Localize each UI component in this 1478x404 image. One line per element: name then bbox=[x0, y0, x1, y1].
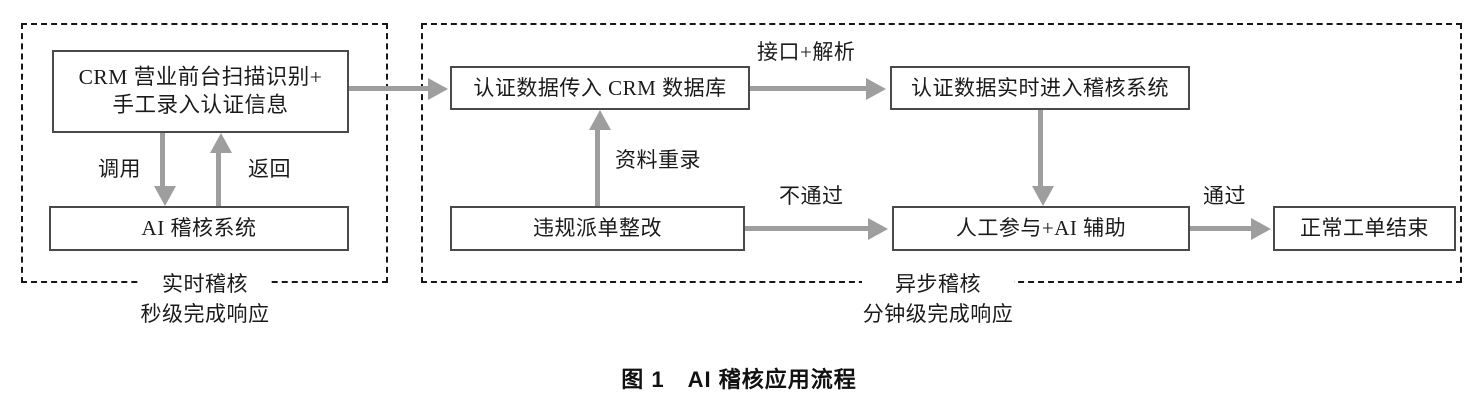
arrow-data-reentry-up-icon bbox=[589, 110, 611, 130]
connector-audit-to-manual-line bbox=[1038, 110, 1043, 188]
connector-pass-line bbox=[1190, 226, 1255, 231]
connector-return-line bbox=[216, 152, 221, 206]
group-caption-realtime: 实时稽核 秒级完成响应 bbox=[105, 269, 305, 330]
node-order-completed[interactable]: 正常工单结束 bbox=[1273, 206, 1456, 251]
node-manual-plus-ai[interactable]: 人工参与+AI 辅助 bbox=[892, 206, 1190, 251]
connector-call-line bbox=[160, 133, 165, 189]
dash-mask-async bbox=[862, 277, 1014, 285]
figure-caption: 图 1 AI 稽核应用流程 bbox=[621, 367, 857, 392]
connector-interface-parse-line bbox=[750, 86, 870, 91]
node-violation-rectification[interactable]: 违规派单整改 bbox=[450, 206, 745, 251]
node-crm-front-desk[interactable]: CRM 营业前台扫描识别+ 手工录入认证信息 bbox=[52, 50, 349, 133]
connector-crossgroup-line bbox=[349, 86, 431, 91]
node-violation-rectification-label: 违规派单整改 bbox=[533, 216, 662, 241]
arrow-audit-to-manual-down-icon bbox=[1032, 186, 1054, 206]
group-caption-realtime-line1: 实时稽核 bbox=[162, 272, 248, 296]
node-audit-system-realtime-label: 认证数据实时进入稽核系统 bbox=[911, 75, 1169, 100]
edge-label-pass: 通过 bbox=[1203, 184, 1246, 208]
connector-data-reentry-line bbox=[595, 128, 600, 206]
node-crm-database[interactable]: 认证数据传入 CRM 数据库 bbox=[450, 66, 750, 110]
edge-label-interface-parse: 接口+解析 bbox=[757, 40, 856, 64]
node-ai-audit-system[interactable]: AI 稽核系统 bbox=[49, 206, 349, 251]
arrow-fail-right-icon bbox=[868, 218, 888, 240]
dash-mask-realtime bbox=[140, 277, 270, 285]
node-crm-front-desk-line2: 手工录入认证信息 bbox=[112, 92, 289, 117]
edge-label-return: 返回 bbox=[248, 157, 291, 181]
group-caption-async-line2: 分钟级完成响应 bbox=[862, 302, 1014, 327]
arrow-interface-parse-right-icon bbox=[866, 78, 886, 100]
arrow-return-up-icon bbox=[210, 133, 232, 153]
node-manual-plus-ai-label: 人工参与+AI 辅助 bbox=[955, 216, 1127, 241]
connector-fail-line bbox=[745, 226, 873, 231]
node-order-completed-label: 正常工单结束 bbox=[1300, 216, 1429, 241]
node-crm-database-label: 认证数据传入 CRM 数据库 bbox=[473, 75, 727, 100]
arrow-crossgroup-right-icon bbox=[428, 78, 448, 100]
group-caption-realtime-line2: 秒级完成响应 bbox=[140, 302, 270, 327]
edge-label-call: 调用 bbox=[98, 157, 141, 181]
edge-label-fail: 不通过 bbox=[779, 184, 844, 208]
node-crm-front-desk-line1: CRM 营业前台扫描识别+ bbox=[78, 64, 323, 89]
node-audit-system-realtime[interactable]: 认证数据实时进入稽核系统 bbox=[890, 66, 1190, 110]
edge-label-data-reentry: 资料重录 bbox=[615, 148, 701, 172]
node-ai-audit-system-label: AI 稽核系统 bbox=[141, 216, 257, 241]
group-caption-async: 异步稽核 分钟级完成响应 bbox=[843, 269, 1033, 330]
arrow-pass-right-icon bbox=[1251, 218, 1271, 240]
arrow-call-down-icon bbox=[154, 186, 176, 206]
group-caption-async-line1: 异步稽核 bbox=[895, 272, 981, 296]
